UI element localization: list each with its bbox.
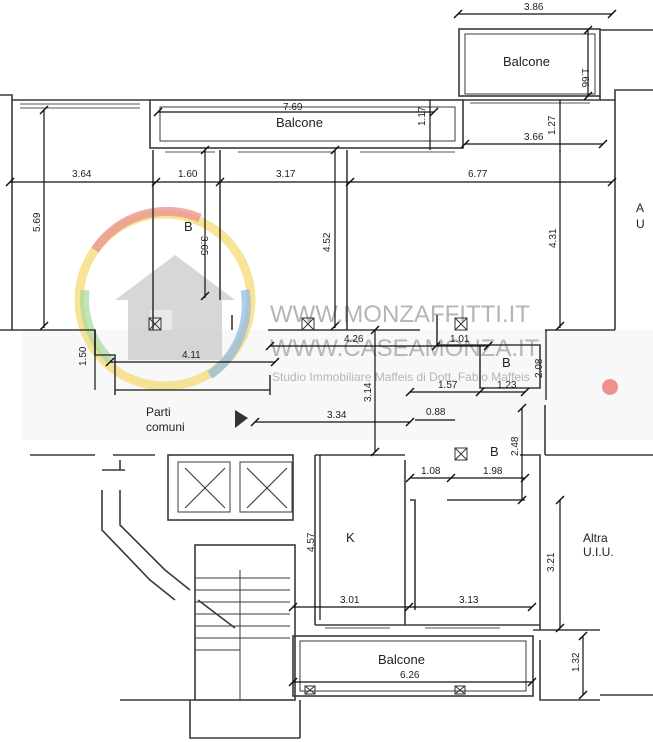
altra-uiu-label-2: U.I.U.	[583, 545, 614, 559]
room-labels: Balcone Balcone Balcone B B B K Parti co…	[146, 54, 645, 667]
edge-label-u: U	[636, 217, 645, 231]
dim-label: 3.17	[276, 169, 296, 180]
dim-label: 3.86	[524, 2, 544, 13]
dim-label: 3.65	[198, 236, 209, 256]
watermark: WWW.MONZAFFITTI.IT WWW.CASEAMONZA.IT Stu…	[22, 206, 653, 440]
balcone-top-right-label: Balcone	[503, 54, 550, 69]
entrance-arrow-icon	[235, 410, 248, 428]
edge-label-a: A	[636, 201, 644, 215]
dim-label: 1.98	[483, 466, 503, 477]
dim-label: 3.34	[327, 410, 347, 421]
watermark-line1: WWW.MONZAFFITTI.IT	[270, 301, 530, 328]
dim-label: 1.60	[178, 169, 198, 180]
dim-label: 4.26	[344, 334, 364, 345]
dim-label: 3.13	[459, 595, 479, 606]
dim-label: 1.08	[421, 466, 441, 477]
dim-label: 4.11	[182, 350, 201, 361]
dim-label: 5.69	[32, 212, 43, 232]
watermark-line2: WWW.CASEAMONZA.IT	[270, 335, 540, 362]
dim-label: 2.48	[510, 436, 521, 456]
room-k-label: K	[346, 530, 355, 545]
dim-label: 4.31	[548, 228, 559, 248]
dim-label: 7.69	[283, 102, 303, 113]
dim-label: 3.01	[340, 595, 360, 606]
balcone-bottom-label: Balcone	[378, 652, 425, 667]
dim-label: 3.66	[524, 132, 544, 143]
dim-label: 1.32	[571, 652, 582, 672]
dim-label: 1.27	[547, 115, 558, 135]
dimension-lines	[5, 9, 617, 700]
dim-label: 4.52	[322, 232, 333, 252]
dim-label: 3.64	[72, 169, 92, 180]
ladybug-icon	[602, 379, 618, 395]
dim-label: 2.08	[534, 358, 545, 378]
room-b-lower-label: B	[490, 444, 499, 459]
dim-label: 3.14	[363, 382, 374, 402]
room-b-left-label: B	[184, 219, 193, 234]
windows	[20, 102, 590, 695]
dim-label: 1.23	[497, 380, 517, 391]
dim-label: 1.17	[417, 106, 428, 126]
parti-comuni-label-1: Parti	[146, 405, 171, 419]
watermark-line3: Studio Immobiliare Maffeis di Dott. Fabi…	[272, 370, 530, 384]
altra-uiu-label-1: Altra	[583, 531, 608, 545]
dim-label: 1.01	[450, 334, 470, 345]
dim-label: 1.57	[438, 380, 458, 391]
dimension-labels: 3.86 1.66 7.69 1.17 1.27 3.66 3.64 1.60 …	[32, 2, 590, 681]
room-b-upper-label: B	[502, 355, 511, 370]
parti-comuni-label-2: comuni	[146, 420, 185, 434]
dim-label: 1.66	[579, 68, 590, 88]
dim-label: 6.77	[468, 169, 488, 180]
dim-label: 4.57	[306, 532, 317, 552]
shafts	[148, 317, 468, 461]
dim-label: 1.50	[78, 346, 89, 366]
balcone-top-label: Balcone	[276, 115, 323, 130]
dim-label: 6.26	[400, 670, 420, 681]
dim-label: 0.88	[426, 407, 446, 418]
dim-label: 3.21	[546, 552, 557, 572]
